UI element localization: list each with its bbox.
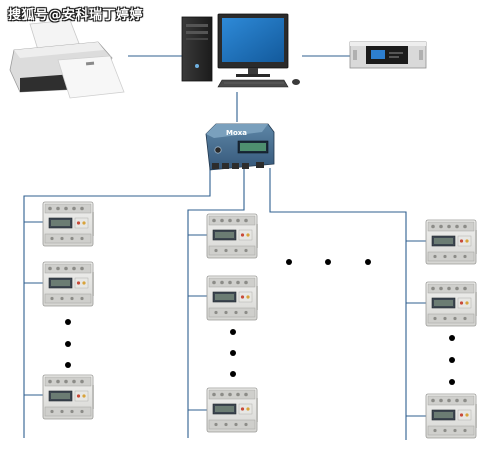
gateway-brand-label: Moxa xyxy=(226,129,247,137)
meter-column-middle xyxy=(206,213,259,433)
ellipsis-vertical-icon xyxy=(230,329,236,377)
bus-middle xyxy=(187,168,245,438)
watermark-text: 搜狐号@安科瑞丁婷婷 xyxy=(8,8,144,23)
printer-icon xyxy=(9,19,125,99)
din-rail-energy-meter-icon xyxy=(425,219,478,265)
bus-right xyxy=(269,168,407,440)
din-rail-energy-meter-icon xyxy=(206,387,259,433)
meter-column-left xyxy=(42,201,95,420)
ellipsis-horizontal-icon xyxy=(286,259,371,265)
din-rail-energy-meter-icon xyxy=(206,275,259,321)
din-rail-energy-meter-icon xyxy=(425,281,478,327)
din-rail-energy-meter-icon xyxy=(42,201,95,247)
meter-column-right xyxy=(425,219,478,439)
desktop-computer-icon xyxy=(181,13,300,88)
connection-lines xyxy=(23,55,427,440)
ellipsis-vertical-icon xyxy=(449,335,455,385)
din-rail-energy-meter-icon xyxy=(42,261,95,307)
din-rail-energy-meter-icon xyxy=(425,393,478,439)
din-rail-energy-meter-icon xyxy=(42,374,95,420)
serial-device-server-icon: Moxa xyxy=(205,123,275,171)
ellipsis-vertical-icon xyxy=(65,319,71,368)
bus-left xyxy=(23,168,211,438)
server-unit-icon xyxy=(349,41,427,69)
din-rail-energy-meter-icon xyxy=(206,213,259,259)
